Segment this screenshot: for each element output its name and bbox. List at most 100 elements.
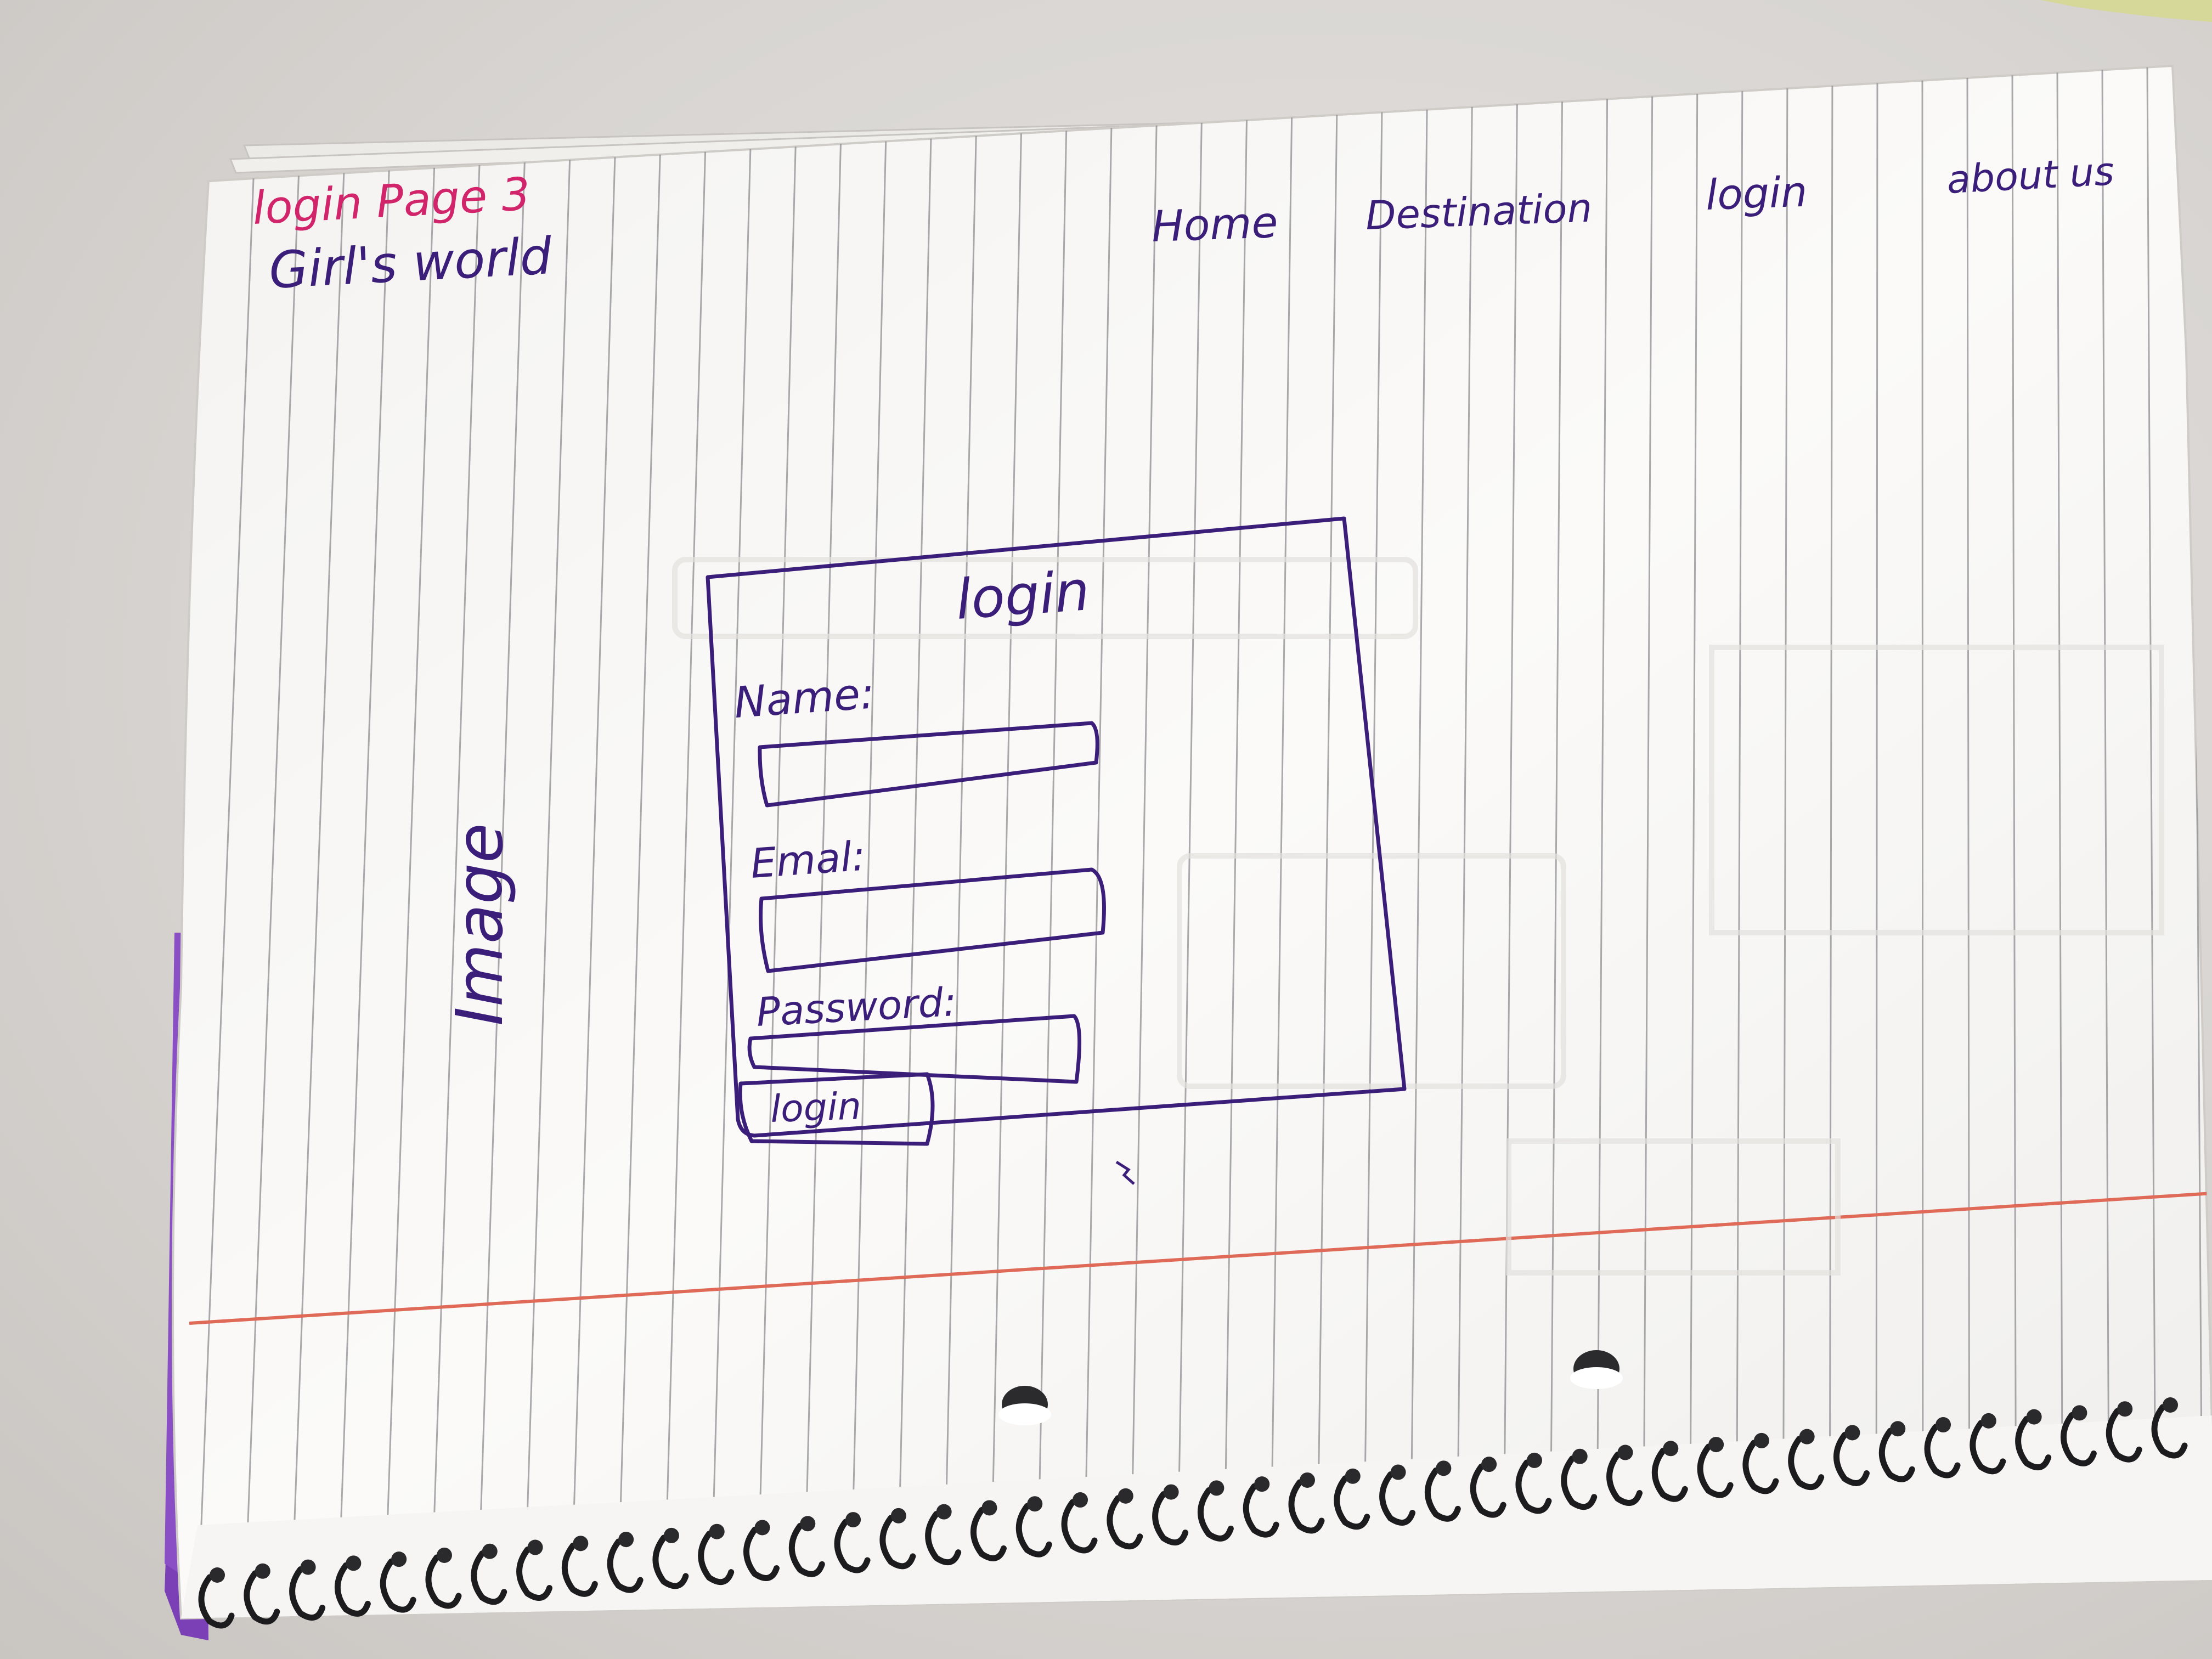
spiral-ring xyxy=(2060,1412,2097,1466)
ruled-line xyxy=(1222,66,1249,1618)
ruled-line xyxy=(476,66,529,1618)
ruled-line xyxy=(896,66,934,1618)
spiral-ring xyxy=(1288,1479,1325,1534)
email-label: Emal: xyxy=(749,833,867,888)
spiral-hole xyxy=(1254,1476,1270,1492)
ruled-line xyxy=(2011,66,2017,1618)
spiral-hole xyxy=(754,1520,770,1536)
ruled-line xyxy=(196,66,259,1618)
spiral-ring xyxy=(1107,1495,1143,1550)
nav-menu: Home Destination login about us xyxy=(1151,149,2115,252)
spiral-hole xyxy=(391,1551,407,1567)
spiral-ring xyxy=(516,1547,553,1601)
spiral-hole xyxy=(346,1555,362,1571)
punch-holes xyxy=(998,1350,1623,1425)
spiral-ring xyxy=(244,1570,280,1625)
ruled-line xyxy=(989,66,1024,1618)
email-input[interactable] xyxy=(759,867,1106,973)
spiral-hole xyxy=(1753,1432,1769,1448)
spiral-hole xyxy=(210,1567,225,1583)
spiral-hole xyxy=(709,1523,725,1539)
nav-item-login[interactable]: login xyxy=(1705,167,1808,219)
ruled-line xyxy=(803,66,844,1618)
spiral-ring xyxy=(1788,1436,1825,1491)
spiral-ring xyxy=(2015,1416,2052,1471)
spiral-hole xyxy=(436,1547,452,1563)
spiral-hole xyxy=(1163,1484,1179,1500)
spiral-hole xyxy=(1299,1472,1315,1488)
ruled-line xyxy=(336,66,394,1618)
spiral-ring xyxy=(1515,1459,1552,1514)
ruled-line xyxy=(2146,66,2157,1618)
spiral-ring xyxy=(2151,1404,2188,1459)
margin-line xyxy=(189,1192,2212,1325)
spiral-ring xyxy=(1970,1420,2006,1475)
ruled-line xyxy=(1689,66,1699,1618)
ruled-line xyxy=(1875,66,1878,1618)
spiral-hole xyxy=(845,1512,861,1528)
spiral-hole xyxy=(1481,1457,1497,1472)
spiral-ring xyxy=(198,1574,235,1629)
spiral-ring xyxy=(1561,1455,1598,1510)
spiral-hole xyxy=(1936,1417,1951,1433)
spiral-hole xyxy=(2026,1409,2042,1425)
spiral-ring xyxy=(1379,1471,1416,1526)
handwritten-content: login Page 3 Girl's world Home Destinati… xyxy=(251,149,2115,1185)
ruled-line xyxy=(1316,66,1339,1618)
spiral-hole xyxy=(981,1500,997,1516)
ruled-line xyxy=(1642,66,1654,1618)
spiral-ring xyxy=(1878,1427,1915,1482)
spiral-hole xyxy=(573,1536,589,1551)
ruled-line xyxy=(849,66,889,1618)
spiral-ring xyxy=(1470,1463,1506,1518)
spiral-ring xyxy=(1833,1431,1870,1486)
spiral-ring xyxy=(970,1506,1007,1561)
notebook-page xyxy=(172,64,2212,1620)
password-input[interactable] xyxy=(747,1014,1082,1084)
spiral-ring xyxy=(1334,1475,1370,1530)
spiral-hole xyxy=(1572,1448,1588,1464)
spiral-hole xyxy=(663,1527,679,1543)
spiral-hole xyxy=(1708,1437,1724,1453)
spiral-ring xyxy=(380,1558,416,1613)
ruled-line xyxy=(290,66,349,1618)
ink-smudge xyxy=(1115,1160,1135,1185)
spiral-ring xyxy=(289,1566,326,1621)
spiral-ring xyxy=(1061,1499,1098,1554)
spiral-hole xyxy=(1844,1425,1860,1441)
spiral-hole xyxy=(1073,1492,1088,1508)
spiral-hole xyxy=(800,1516,816,1532)
login-button-label: login xyxy=(770,1085,862,1131)
spiral-hole xyxy=(936,1504,952,1520)
spiral-hole xyxy=(1390,1464,1406,1480)
spiral-ring xyxy=(1924,1424,1961,1479)
spiral-ring xyxy=(788,1522,825,1577)
login-button[interactable] xyxy=(738,1072,935,1146)
ruled-line xyxy=(943,66,979,1618)
name-input[interactable] xyxy=(758,721,1099,808)
spiral-ring xyxy=(1424,1467,1461,1522)
ruled-line xyxy=(1966,66,1971,1618)
ruled-line xyxy=(1455,66,1474,1618)
ruled-line xyxy=(1129,66,1159,1618)
spiral-hole xyxy=(1890,1421,1906,1437)
login-heading: login xyxy=(954,558,1092,632)
spiral-ring xyxy=(925,1511,962,1566)
spiral-ring xyxy=(425,1554,462,1609)
spiral-hole xyxy=(1663,1441,1679,1457)
ruled-line xyxy=(383,66,439,1618)
spiral-hole xyxy=(2117,1401,2133,1417)
nav-item-destination[interactable]: Destination xyxy=(1365,185,1593,239)
spiral-ring xyxy=(1606,1452,1643,1506)
ruled-line xyxy=(1549,66,1564,1618)
nav-item-home[interactable]: Home xyxy=(1151,198,1279,252)
spiral-ring xyxy=(1152,1491,1189,1546)
spiral-hole xyxy=(2072,1405,2087,1421)
ruled-line xyxy=(756,66,799,1618)
spiral-hole xyxy=(1799,1429,1815,1444)
spiral-hole xyxy=(482,1543,498,1559)
ruled-line xyxy=(523,66,574,1618)
nav-item-about-us[interactable]: about us xyxy=(1946,149,2115,202)
